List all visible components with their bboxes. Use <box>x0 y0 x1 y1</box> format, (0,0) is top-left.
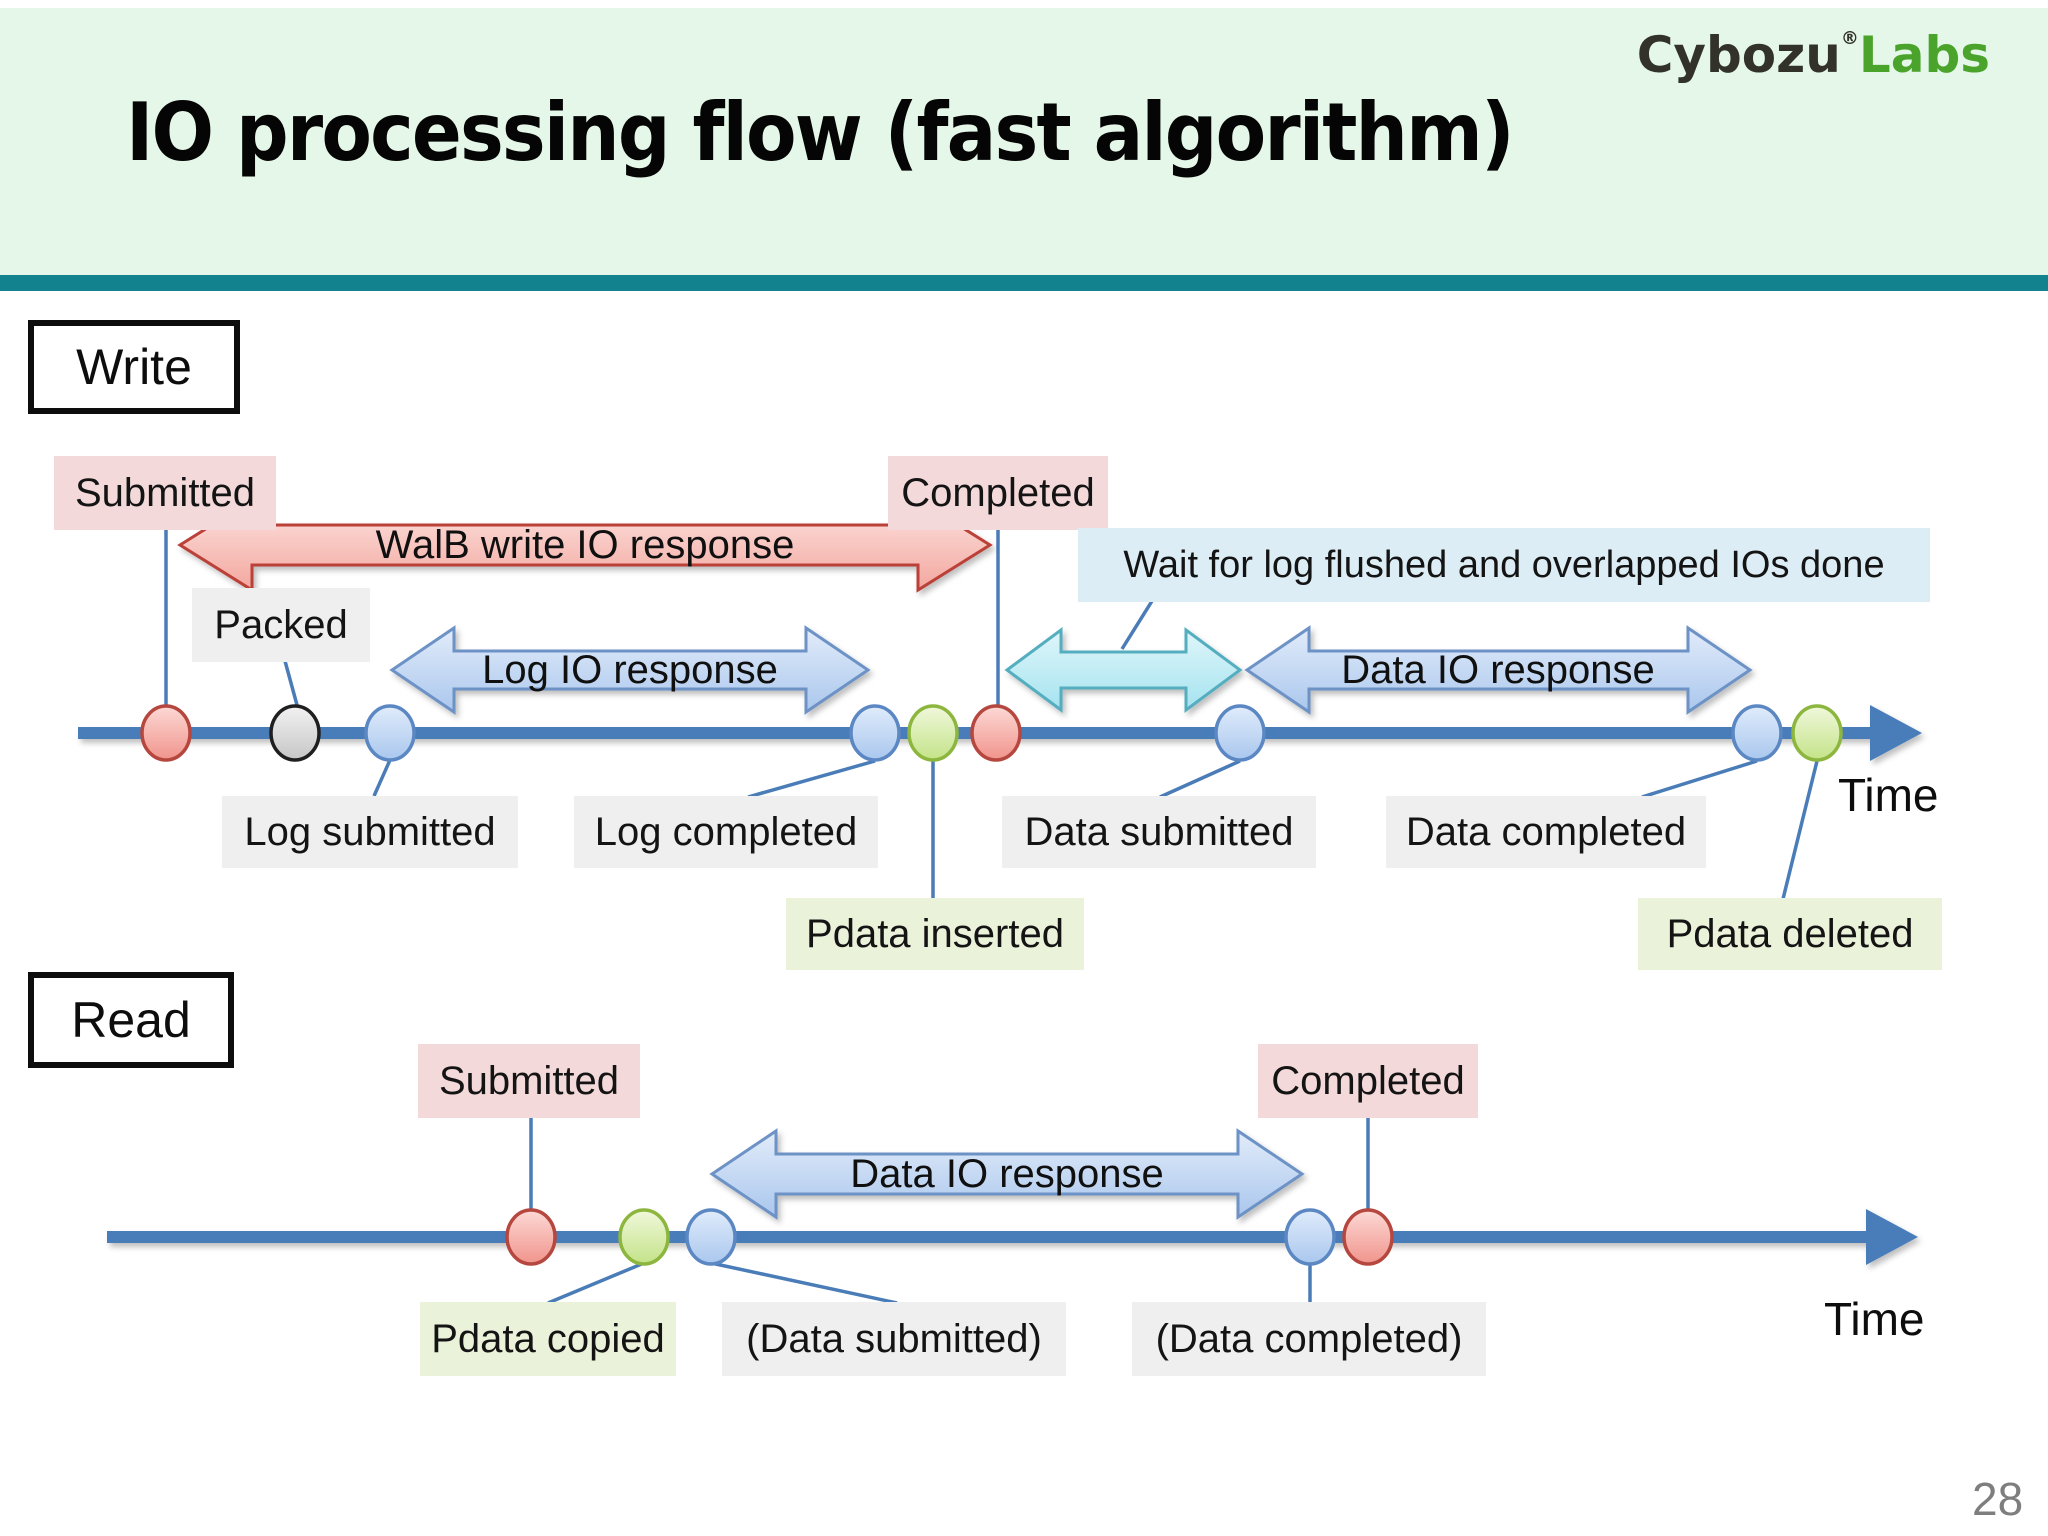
read-timeline-line <box>107 1231 1870 1243</box>
write-timeline-arrowhead-icon <box>1870 705 1922 761</box>
write-completed-label: Completed <box>888 456 1108 530</box>
data-submitted-label: Data submitted <box>1002 796 1316 868</box>
log-submitted-label: Log submitted <box>222 796 518 868</box>
marker-log-completed-icon <box>849 704 901 762</box>
read-markers <box>505 1208 1394 1266</box>
pdata-deleted-label: Pdata deleted <box>1638 898 1942 970</box>
read-connectors <box>529 1118 1370 1305</box>
marker-pdata-inserted-icon <box>907 704 959 762</box>
read-time-label: Time <box>1824 1293 1925 1345</box>
marker-read-submitted-icon <box>505 1208 557 1266</box>
marker-submitted-icon <box>140 704 192 762</box>
connector-packed <box>283 660 299 706</box>
connector-log-submitted <box>372 759 392 797</box>
header-band <box>0 8 2048 275</box>
pdata-copied-label: Pdata copied <box>420 1302 676 1376</box>
marker-log-submitted-icon <box>364 704 416 762</box>
connector-pdata-copied <box>547 1261 645 1305</box>
log-completed-label: Log completed <box>574 796 878 868</box>
wait-note-label: Wait for log flushed and overlapped IOs … <box>1078 528 1930 602</box>
cybozu-labs-logo: Cybozu®Labs <box>1637 26 1990 84</box>
logo-labs: Labs <box>1858 26 1990 84</box>
marker-pdata-deleted-icon <box>1791 704 1843 762</box>
marker-read-data-completed-icon <box>1284 1208 1336 1266</box>
wait-double-arrow <box>1004 627 1243 713</box>
connector-read-data-submitted <box>710 1261 898 1305</box>
read-data-submitted-label: (Data submitted) <box>722 1302 1066 1376</box>
read-data-completed-label: (Data completed) <box>1132 1302 1486 1376</box>
marker-packed-icon <box>269 704 321 762</box>
connector-wait-note <box>1120 600 1154 650</box>
page-number: 28 <box>1972 1473 2024 1525</box>
write-section-heading: Write <box>28 320 240 414</box>
marker-data-submitted-icon <box>1214 704 1266 762</box>
read-timeline <box>107 1209 1918 1265</box>
marker-pdata-copied-icon <box>618 1208 670 1266</box>
logo-cybozu: Cybozu <box>1636 26 1841 84</box>
read-completed-label: Completed <box>1258 1044 1478 1118</box>
read-submitted-label: Submitted <box>418 1044 640 1118</box>
marker-read-data-submitted-icon <box>685 1208 737 1266</box>
write-submitted-label: Submitted <box>54 456 276 530</box>
connector-data-submitted <box>1159 759 1241 799</box>
walb-write-io-response-text: WalB write IO response <box>375 522 795 567</box>
read-timeline-arrowhead-icon <box>1866 1209 1918 1265</box>
data-io-response-write-text: Data IO response <box>1341 647 1655 692</box>
data-io-response-arrow-write <box>1244 625 1753 715</box>
read-section-heading: Read <box>28 972 234 1068</box>
write-markers <box>140 704 1843 762</box>
data-io-response-arrow-read <box>709 1128 1305 1220</box>
teal-divider <box>0 275 2048 291</box>
packed-label: Packed <box>192 588 370 662</box>
data-io-response-read-text: Data IO response <box>850 1151 1164 1196</box>
connector-data-completed <box>1641 759 1758 799</box>
connector-log-completed <box>747 759 876 799</box>
data-completed-label: Data completed <box>1386 796 1706 868</box>
pdata-inserted-label: Pdata inserted <box>786 898 1084 970</box>
registered-mark-icon: ® <box>1840 28 1859 49</box>
log-io-response-arrow <box>389 625 871 715</box>
write-time-label: Time <box>1838 769 1939 821</box>
connector-pdata-deleted <box>1781 760 1819 900</box>
marker-read-completed-icon <box>1342 1208 1394 1266</box>
write-connectors <box>164 530 1819 900</box>
marker-completed-icon <box>970 704 1022 762</box>
log-io-response-text: Log IO response <box>482 647 778 692</box>
marker-data-completed-icon <box>1731 704 1783 762</box>
page-title: IO processing flow (fast algorithm) <box>126 86 1515 179</box>
